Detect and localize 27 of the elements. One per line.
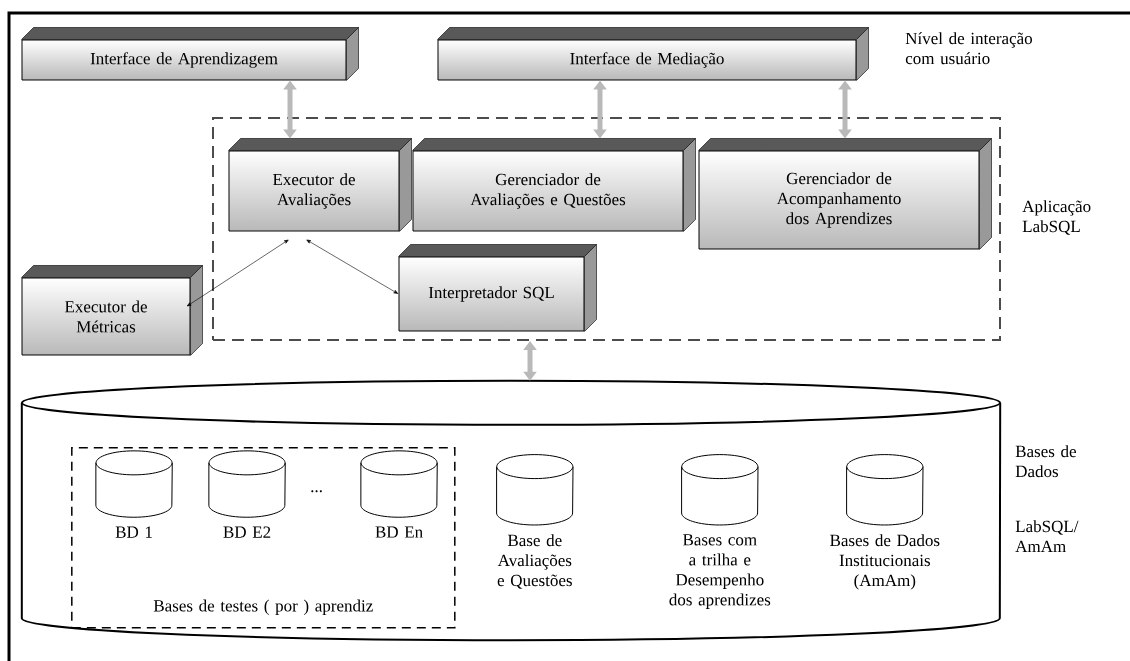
cylinder-label: Bases de Dados Institucionais (AmAm) bbox=[830, 534, 940, 590]
block: Gerenciador de Acompanhamento dos Aprendizes bbox=[698, 138, 992, 250]
arrow bbox=[186, 239, 289, 307]
block: Executor de Métricas bbox=[21, 265, 203, 356]
cylinder-icon bbox=[95, 450, 173, 518]
cylinder-icon bbox=[846, 454, 924, 526]
arrow bbox=[306, 239, 399, 294]
side-label: ... bbox=[311, 490, 322, 493]
block: Interface de Aprendizagem bbox=[21, 27, 359, 81]
cylinder-icon bbox=[496, 454, 574, 526]
cylinder-icon bbox=[681, 454, 759, 526]
block: Interpretador SQL bbox=[398, 244, 597, 332]
dashed-frame bbox=[212, 117, 1001, 341]
cylinder-label: BD E2 bbox=[223, 526, 271, 538]
side-label: Aplicação LabSQL bbox=[1022, 200, 1091, 235]
cylinder-icon bbox=[208, 450, 286, 518]
cylinder-icon bbox=[360, 450, 438, 518]
side-label: Nível de interação com usuário bbox=[905, 32, 1032, 65]
block: Interface de Mediação bbox=[437, 27, 869, 81]
side-label: LabSQL/ AmAm bbox=[1015, 520, 1079, 552]
block: Gerenciador de Avaliações e Questões bbox=[412, 138, 696, 232]
cylinder-label: BD En bbox=[375, 526, 423, 538]
side-label: Bases de Dados bbox=[1015, 445, 1076, 478]
block: Executor de Avaliações bbox=[228, 138, 412, 232]
cylinder-label: BD 1 bbox=[115, 526, 152, 538]
cylinder-label: Base de Avaliações e Questões bbox=[497, 534, 572, 589]
cylinder-label: Bases com a trilha e Desempenho dos aprendizes bbox=[669, 534, 771, 609]
